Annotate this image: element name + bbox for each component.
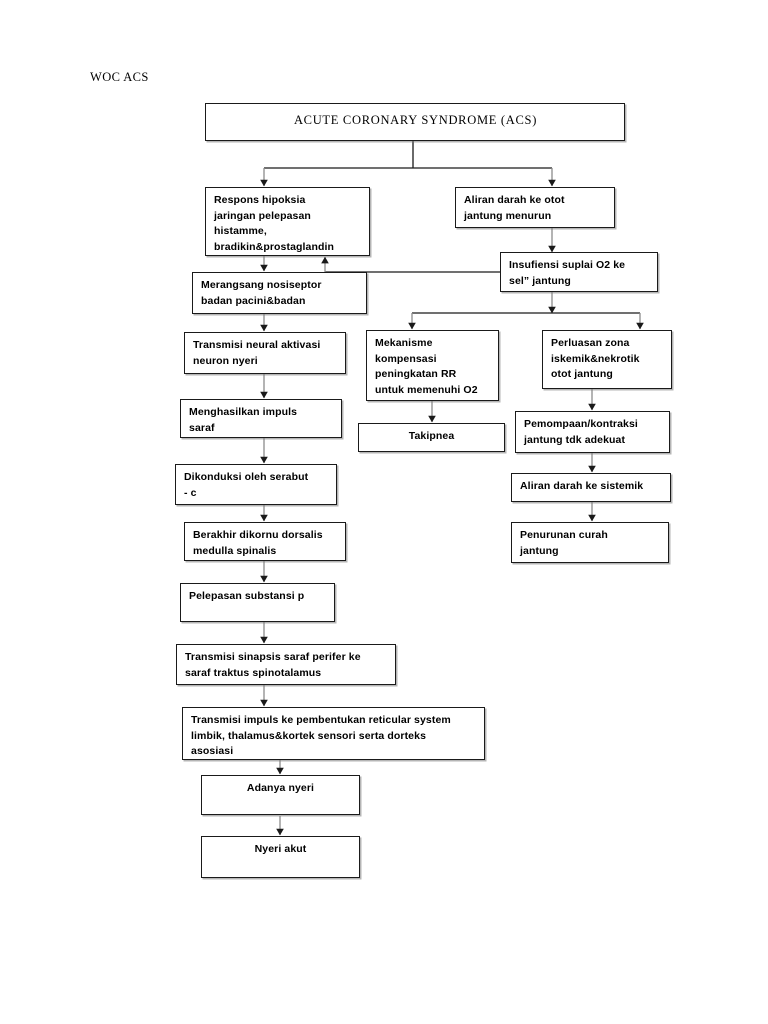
node-acs-label: ACUTE CORONARY SYNDROME (ACS) — [293, 113, 538, 127]
node-transmisi-impuls-reticular[interactable]: Transmisi impuls ke pembentukan reticula… — [182, 707, 485, 760]
node-adanya-nyeri-label: Adanya nyeri — [246, 782, 315, 794]
node-insufiensi-suplai-o2[interactable]: Insufiensi suplai O2 ke sel” jantung — [500, 252, 658, 292]
node-berakhir-dikornu-label: Berakhir dikornu dorsalis medulla spinal… — [193, 529, 323, 557]
page-title: WOC ACS — [90, 70, 149, 84]
node-transmisi-impuls-reticular-label: Transmisi impuls ke pembentukan reticula… — [191, 714, 451, 757]
node-transmisi-neural[interactable]: Transmisi neural aktivasi neuron nyeri — [184, 332, 346, 374]
node-aliran-darah-sistemik-label: Aliran darah ke sistemik — [520, 480, 644, 492]
node-berakhir-dikornu[interactable]: Berakhir dikornu dorsalis medulla spinal… — [184, 522, 346, 561]
node-pemompaan-kontraksi-label: Pemompaan/kontraksi jantung tdk adekuat — [524, 418, 638, 446]
node-pelepasan-substansi-p-label: Pelepasan substansi p — [189, 590, 305, 602]
node-pelepasan-substansi-p[interactable]: Pelepasan substansi p — [180, 583, 335, 622]
node-menghasilkan-impuls[interactable]: Menghasilkan impuls saraf — [180, 399, 342, 438]
node-menghasilkan-impuls-label: Menghasilkan impuls saraf — [189, 406, 298, 434]
node-transmisi-sinapsis[interactable]: Transmisi sinapsis saraf perifer ke sara… — [176, 644, 396, 685]
node-merangsang-nosiseptor[interactable]: Merangsang nosiseptor badan pacini&badan — [192, 272, 367, 314]
node-aliran-darah-sistemik[interactable]: Aliran darah ke sistemik — [511, 473, 671, 502]
node-nyeri-akut[interactable]: Nyeri akut — [201, 836, 360, 878]
node-pemompaan-kontraksi[interactable]: Pemompaan/kontraksi jantung tdk adekuat — [515, 411, 670, 453]
node-aliran-darah-otot[interactable]: Aliran darah ke otot jantung menurun — [455, 187, 615, 228]
node-nyeri-akut-label: Nyeri akut — [254, 843, 307, 855]
node-takipnea[interactable]: Takipnea — [358, 423, 505, 452]
node-mekanisme-kompensasi-label: Mekanisme kompensasi peningkatan RR untu… — [375, 337, 478, 396]
node-mekanisme-kompensasi[interactable]: Mekanisme kompensasi peningkatan RR untu… — [366, 330, 499, 401]
node-respons-hipoksia[interactable]: Respons hipoksia jaringan pelepasan hist… — [205, 187, 370, 256]
node-penurunan-curah-jantung-label: Penurunan curah jantung — [520, 529, 608, 557]
node-transmisi-neural-label: Transmisi neural aktivasi neuron nyeri — [193, 339, 321, 367]
node-aliran-darah-otot-label: Aliran darah ke otot jantung menurun — [464, 194, 565, 222]
node-dikonduksi-serabut-label: Dikonduksi oleh serabut - c — [184, 471, 309, 499]
node-merangsang-nosiseptor-label: Merangsang nosiseptor badan pacini&badan — [201, 279, 322, 307]
node-adanya-nyeri[interactable]: Adanya nyeri — [201, 775, 360, 815]
node-perluasan-zona[interactable]: Perluasan zona iskemik&nekrotik otot jan… — [542, 330, 672, 389]
node-dikonduksi-serabut[interactable]: Dikonduksi oleh serabut - c — [175, 464, 337, 505]
node-penurunan-curah-jantung[interactable]: Penurunan curah jantung — [511, 522, 669, 563]
node-insufiensi-suplai-o2-label: Insufiensi suplai O2 ke sel” jantung — [509, 259, 626, 287]
node-takipnea-label: Takipnea — [408, 430, 455, 442]
node-perluasan-zona-label: Perluasan zona iskemik&nekrotik otot jan… — [551, 337, 640, 380]
node-transmisi-sinapsis-label: Transmisi sinapsis saraf perifer ke sara… — [185, 651, 361, 679]
node-acs[interactable]: ACUTE CORONARY SYNDROME (ACS) — [205, 103, 625, 141]
node-respons-hipoksia-label: Respons hipoksia jaringan pelepasan hist… — [214, 194, 335, 253]
